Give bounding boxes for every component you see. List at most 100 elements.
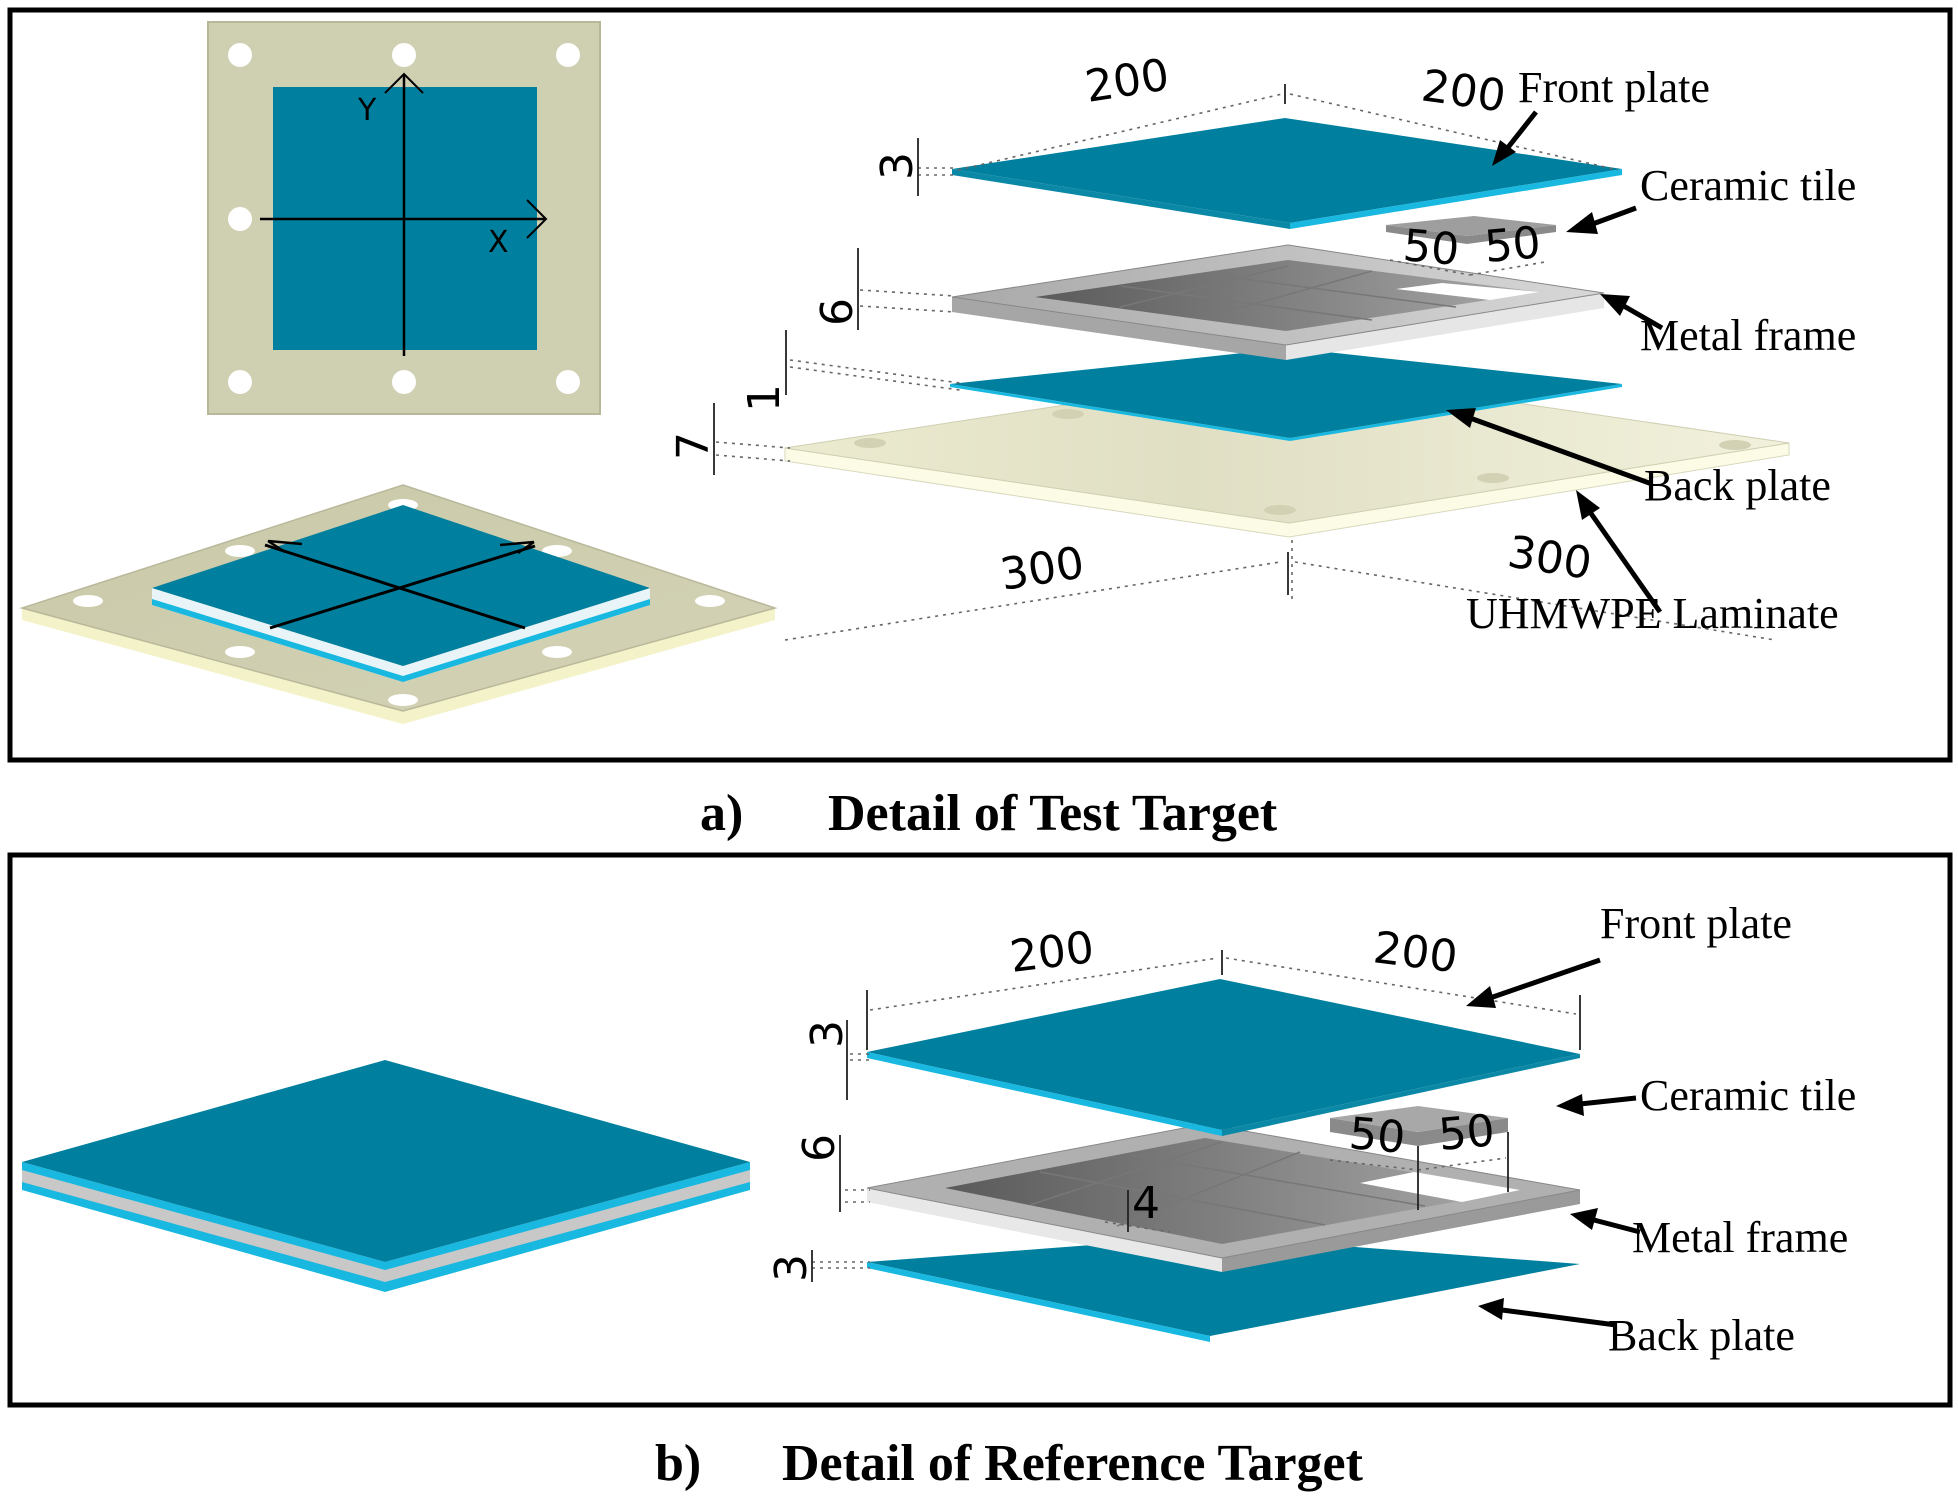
iso-axis-arrowhead (499, 540, 535, 555)
ref-label-front-plate: Front plate (1600, 899, 1792, 948)
ref-back-plate-edge (867, 1262, 1210, 1342)
front-plate-edge-left (952, 169, 1290, 229)
dim-front-width-1: 200 (1082, 49, 1173, 113)
axis-label-x: X (488, 225, 509, 260)
ref-frame-cells (945, 1138, 1520, 1244)
back-plate-top (950, 348, 1622, 438)
iso-axis-line (269, 544, 536, 630)
frame-grid-line (1204, 273, 1457, 308)
ref-tile-side (1330, 1118, 1508, 1146)
iso-axis-line (264, 543, 526, 630)
caption-a-title: Detail of Test Target (828, 785, 1278, 842)
frame-grid-line (1119, 265, 1289, 308)
bolt-hole (1719, 440, 1751, 450)
ref-metal-frame (866, 1123, 1581, 1272)
laminate-top (784, 369, 1790, 524)
tile-top (1386, 216, 1556, 236)
ref-front-plate-edge-r (1222, 1054, 1580, 1136)
frame-cells (1035, 260, 1540, 331)
bolt-hole (73, 595, 103, 607)
bolt-hole (392, 370, 416, 394)
label-front-plate: Front plate (1518, 63, 1710, 112)
ref-dim-tile-width-2: 50 (1437, 1105, 1497, 1161)
frame-empty-cell (1396, 283, 1540, 300)
back-plate (950, 348, 1622, 441)
ref-frame-grid-line (1029, 1141, 1223, 1206)
dim-back-thickness: 1 (739, 384, 790, 412)
dim-front-thickness: 3 (872, 152, 923, 180)
dim-tile-width-2: 50 (1483, 217, 1543, 273)
ref-front-plate-edge (867, 1052, 1222, 1136)
bolt-hole (556, 43, 580, 67)
test-target-top-view: X Y (207, 21, 601, 415)
bolt-hole (228, 43, 252, 67)
front-plate-edge (1290, 169, 1622, 229)
frame-side-left (952, 297, 1286, 360)
panel-b-border (7, 852, 1953, 1408)
ref-dim-tile-width-1: 50 (1347, 1108, 1407, 1164)
ref-label-back-plate: Back plate (1608, 1311, 1795, 1360)
x-axis-arrowhead (526, 199, 548, 239)
ref-dim-gap: 4 (1132, 1178, 1160, 1229)
caption-b-title: Detail of Reference Target (782, 1435, 1364, 1492)
bolt-hole (228, 207, 252, 231)
bolt-hole (1264, 505, 1296, 515)
ref-front-plate-iso (22, 1060, 750, 1262)
label-back-plate: Back plate (1644, 461, 1831, 510)
ref-dim-front-thickness: 3 (802, 1020, 853, 1048)
ref-frame-grid-line (1129, 1154, 1426, 1207)
bolt-hole (225, 545, 255, 557)
front-plate-top (952, 118, 1622, 223)
uhmwpe-laminate (784, 369, 1790, 538)
bolt-hole (542, 646, 572, 658)
test-target-iso-view (19, 484, 778, 724)
ref-label-metal-frame: Metal frame (1632, 1213, 1848, 1262)
dim-base-width-1: 300 (997, 537, 1088, 601)
label-ceramic-tile: Ceramic tile (1640, 161, 1856, 210)
dim-front-width-2: 200 (1418, 60, 1508, 122)
metal-frame (951, 244, 1605, 360)
dim-tile-width-1: 50 (1401, 220, 1461, 276)
ref-frame-empty-cell (1360, 1172, 1520, 1202)
ref-front-plate-top (867, 979, 1580, 1130)
ref-frame-side-left (867, 1188, 1222, 1272)
ref-back-plate (867, 1236, 1580, 1342)
dim-base-width-2: 300 (1504, 526, 1595, 590)
ref-dim-front-width-2: 200 (1371, 922, 1461, 983)
iso-axis-arrowhead (267, 539, 303, 554)
caption-a-letter: a) (700, 785, 743, 842)
dim-frame-thickness: 6 (812, 298, 863, 326)
frame-side-right (1286, 293, 1604, 360)
bolt-hole (542, 545, 572, 557)
bolt-hole (228, 370, 252, 394)
tile-side (1386, 225, 1556, 244)
reference-target-iso-view (22, 1060, 750, 1292)
callout-arrows-b (1466, 957, 1641, 1328)
bolt-hole (695, 595, 725, 607)
ref-tile-top (1330, 1106, 1508, 1132)
bolt-hole (1477, 473, 1509, 483)
ref-frame-side-right (1222, 1190, 1580, 1272)
ref-frame-grid-line (1039, 1171, 1326, 1226)
y-axis-arrowhead (384, 72, 424, 94)
caption-b-letter: b) (655, 1435, 701, 1492)
frame-grid-line (1203, 270, 1373, 319)
dim-base-thickness: 7 (668, 432, 719, 460)
bolt-hole (1052, 409, 1084, 419)
ref-dim-back-thickness: 3 (766, 1254, 817, 1282)
ref-frame-grid-line (1116, 1151, 1301, 1227)
panel-a-border (7, 7, 1953, 763)
front-plate (952, 118, 1622, 229)
axis-label-y: Y (357, 93, 377, 128)
bolt-hole (392, 43, 416, 67)
dimension-lines-b (811, 950, 1581, 1282)
ref-ceramic-tile (1330, 1106, 1508, 1146)
callout-arrows-a (1446, 110, 1664, 614)
bolt-hole (388, 694, 418, 706)
ref-dim-frame-thickness: 6 (794, 1134, 845, 1162)
ref-label-ceramic-tile: Ceramic tile (1640, 1071, 1856, 1120)
ref-back-plate-top (867, 1236, 1580, 1336)
frame-grid-line (1120, 285, 1373, 321)
label-uhmwpe-laminate: UHMWPE Laminate (1466, 589, 1839, 638)
